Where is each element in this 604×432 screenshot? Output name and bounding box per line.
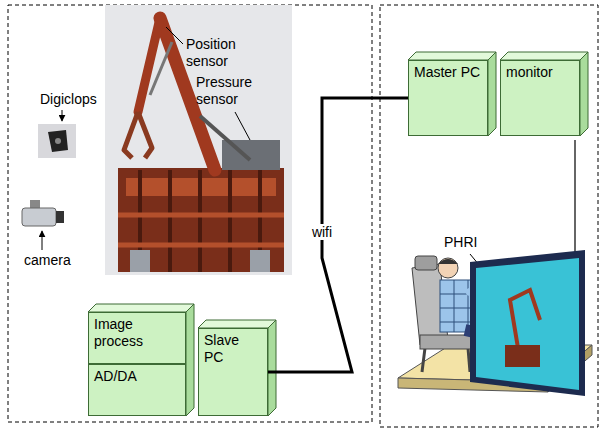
operator-scene <box>468 348 470 372</box>
box-3d-face <box>186 304 194 416</box>
box-3d-face <box>268 320 276 416</box>
process-box: AD/DA <box>88 364 186 416</box>
box-3d-face <box>500 52 588 60</box>
operator-scene <box>420 335 475 349</box>
box-3d-face <box>88 52 588 416</box>
excavator-photo <box>200 116 250 160</box>
excavator-photo <box>124 112 152 158</box>
operator-scene <box>415 256 437 270</box>
camera-image <box>42 231 43 250</box>
digiclops-image <box>48 130 68 152</box>
camera-image <box>22 200 64 250</box>
box-label: Image process <box>94 316 180 350</box>
excavator-photo <box>198 170 202 272</box>
excavator-photo <box>150 42 172 95</box>
box-3d-face <box>488 52 496 136</box>
process-box: Image process <box>88 312 186 364</box>
region-border <box>380 5 598 427</box>
operator-scene <box>505 345 540 367</box>
excavator-photo <box>168 170 172 272</box>
digiclops-image <box>55 138 61 144</box>
operator-scene <box>422 348 425 372</box>
box-label: Slave PC <box>204 332 262 366</box>
edge-label: wifi <box>309 224 335 241</box>
process-box: Slave PC <box>198 328 268 416</box>
camera-image <box>22 208 56 226</box>
part-label: Pressure sensor <box>196 74 268 108</box>
digiclops-image <box>38 110 76 158</box>
excavator-photo <box>118 168 284 272</box>
operator-scene <box>470 250 585 396</box>
operator-scene <box>398 250 592 396</box>
process-box: Master PC <box>408 60 488 136</box>
region-border <box>8 5 598 427</box>
leader-line <box>166 27 503 294</box>
excavator-photo <box>228 170 232 272</box>
box-label: AD/DA <box>94 368 180 385</box>
operator-scene <box>438 259 458 264</box>
excavator-photo <box>118 243 284 248</box>
part-label: camera <box>24 252 71 269</box>
box-3d-face <box>88 304 194 312</box>
box-label: monitor <box>506 64 574 81</box>
excavator-photo <box>250 250 270 272</box>
leader-line <box>235 112 250 140</box>
monitor-cable <box>575 140 576 252</box>
box-3d-face <box>580 52 588 136</box>
camera-image <box>30 200 40 208</box>
excavator-photo <box>105 5 292 275</box>
excavator-photo <box>105 5 292 275</box>
part-label: Position sensor <box>186 36 258 70</box>
part-label: Digiclops <box>40 91 97 108</box>
box-3d-face <box>198 320 276 328</box>
box-label: Master PC <box>414 64 482 81</box>
operator-scene <box>476 258 579 390</box>
region-border <box>8 5 372 422</box>
excavator-photo <box>118 213 284 218</box>
box-3d-face <box>408 52 496 60</box>
digiclops-image <box>38 124 76 158</box>
operator-scene <box>438 258 458 278</box>
excavator-photo <box>130 250 150 272</box>
digiclops-image <box>62 110 63 121</box>
camera-image <box>56 211 64 223</box>
excavator-photo <box>138 18 160 112</box>
connector <box>268 98 408 372</box>
leader-line <box>166 27 183 44</box>
process-box: monitor <box>500 60 580 136</box>
part-label: PHRI <box>444 234 477 251</box>
monitor-cable <box>574 140 576 252</box>
